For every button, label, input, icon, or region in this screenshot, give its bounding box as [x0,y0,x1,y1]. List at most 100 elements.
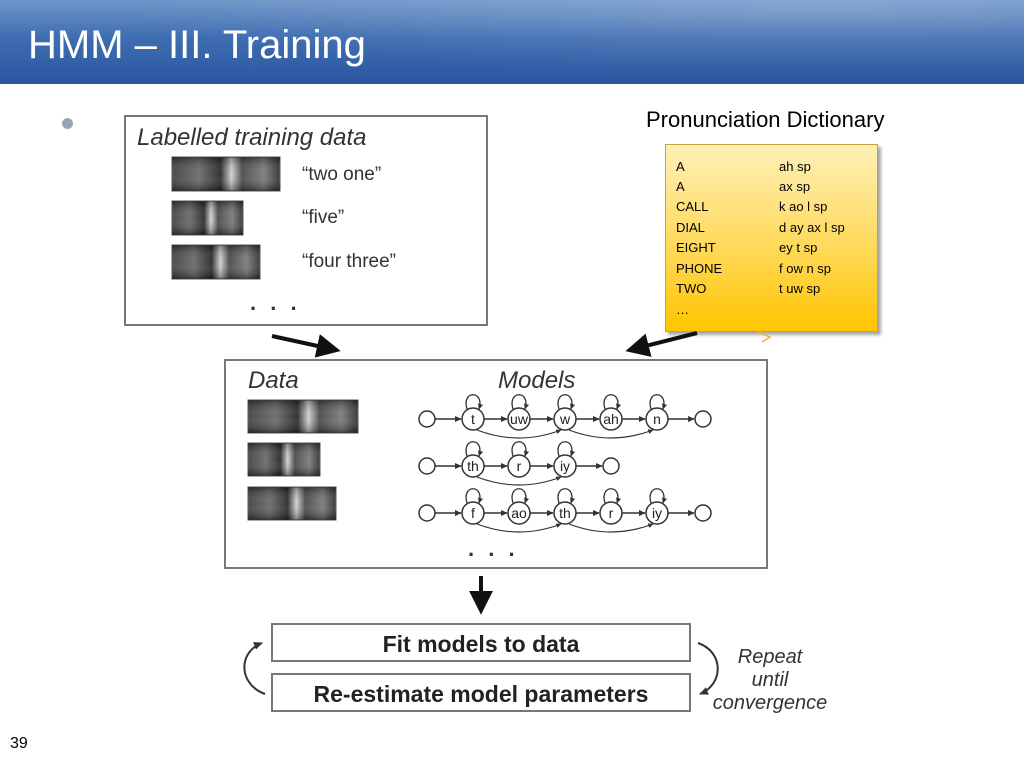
spectrogram [247,399,359,434]
loop-arrow-left [243,642,266,695]
pronunciation-dictionary-box: A ah sp A ax sp CALL k ao l sp DIAL d ay… [665,144,878,332]
dict-word: TWO [676,281,707,296]
entry-exit-state [694,410,712,428]
utterance-label: “five” [302,207,344,228]
spectrogram [171,244,261,280]
dict-word: A [676,179,685,194]
self-loop [511,394,530,410]
state-label: f [471,505,475,521]
self-loop [603,394,622,410]
entry-exit-state [418,504,436,522]
state-label: uw [510,411,529,427]
slide-title: HMM – III. Training [28,23,366,67]
hmm-state [461,454,485,478]
reestimate-label: Re-estimate model parameters [314,681,649,707]
fit-models-label: Fit models to data [383,631,580,657]
self-loop [465,488,484,504]
loop-arrow-right [697,642,719,695]
dict-word: EIGHT [676,240,716,255]
hmm-chain: th r iy [418,441,620,486]
hmm-state [507,454,531,478]
entry-exit-state [694,504,712,522]
labelled-ellipsis: . . . [250,290,301,315]
skip-transition [476,476,562,486]
hmm-chain: t uw w ah n [418,394,712,439]
self-loop [649,394,668,410]
utterance-label: “four three” [302,251,396,272]
entry-exit-state [418,457,436,475]
spectrogram [247,486,337,521]
dict-pron: k ao l sp [779,199,828,214]
entry-exit-state [418,410,436,428]
dict-word: CALL [676,199,709,214]
convergence-text: convergence [713,692,828,714]
entry-exit-state [602,457,620,475]
hmm-state [553,407,577,431]
state-label: r [609,505,614,521]
self-loop [511,441,530,457]
state-label: ah [603,411,619,427]
hmm-state [553,454,577,478]
self-loop [557,441,576,457]
spectrogram [247,442,321,477]
self-loop [557,394,576,410]
hmm-state [461,407,485,431]
dict-word: A [676,159,685,174]
utterance-label: “two one” [302,164,381,185]
self-loop [649,488,668,504]
state-label: ao [511,505,527,521]
spectrogram [171,156,281,192]
fit-models-box [271,623,691,662]
arrow-dictionary-to-models [625,331,698,357]
self-loop [465,394,484,410]
self-loop [511,488,530,504]
self-loop [603,488,622,504]
hmm-state [507,407,531,431]
callout-tail [757,331,772,343]
models-label: Models [498,367,575,394]
state-label: t [471,411,475,427]
dict-pron: d ay ax l sp [779,220,845,235]
dictionary-title: Pronunciation Dictionary [646,107,885,132]
self-loop [465,441,484,457]
skip-transition [568,523,654,533]
dict-pron: f ow n sp [779,261,832,276]
slide-number: 39 [10,735,28,752]
hmm-state [645,407,669,431]
dict-pron: ax sp [779,179,811,194]
bullet-point [62,118,73,129]
labelled-data-title: Labelled training data [137,124,367,151]
until-text: until [752,669,789,691]
state-label: iy [560,458,570,474]
dict-pron: t uw sp [779,281,821,296]
arrow-labelled-to-models [271,334,341,358]
hmm-state [553,501,577,525]
skip-transition [568,429,654,439]
dict-word: PHONE [676,261,723,276]
dict-word: … [676,302,689,317]
state-label: th [467,458,479,474]
hmm-state [599,501,623,525]
skip-transition [476,523,562,533]
hmm-state [507,501,531,525]
dict-pron: ah sp [779,159,811,174]
state-label: n [653,411,661,427]
state-label: w [559,411,571,427]
state-label: r [517,458,522,474]
dict-word: DIAL [676,220,705,235]
hmm-state [461,501,485,525]
repeat-text: Repeat [738,646,804,668]
self-loop [557,488,576,504]
models-ellipsis: . . . [468,536,519,561]
skip-transition [476,429,562,439]
reestimate-box [271,673,691,712]
hmm-state [599,407,623,431]
state-label: th [559,505,571,521]
header-shine [0,0,1024,84]
hmm-state [645,501,669,525]
dict-pron: ey t sp [779,240,818,255]
data-label: Data [248,367,299,394]
